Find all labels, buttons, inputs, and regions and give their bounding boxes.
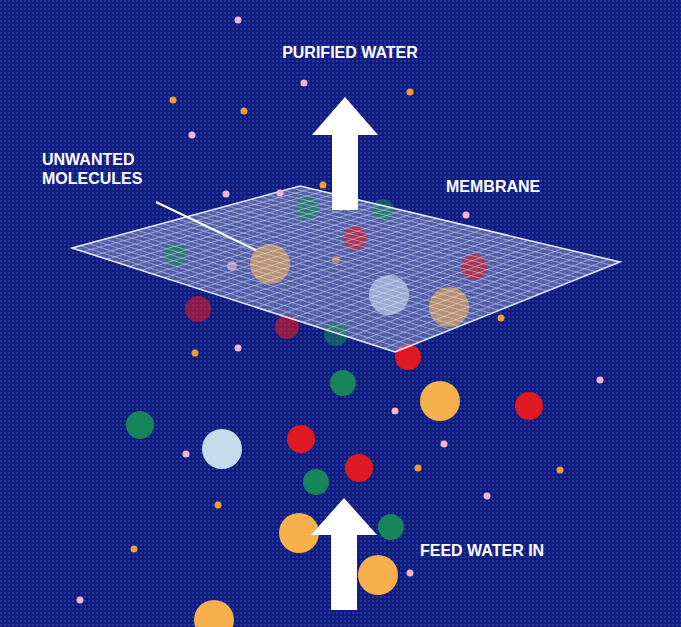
water-molecule <box>320 182 327 189</box>
grid-line <box>178 219 500 310</box>
molecule <box>126 411 154 439</box>
grid-line <box>360 254 585 341</box>
trapped-molecule <box>275 315 299 339</box>
membrane-edge <box>72 186 620 352</box>
grid-line <box>245 227 471 304</box>
grid-line <box>383 259 608 348</box>
water-molecule <box>484 493 491 500</box>
arrow-up <box>312 97 378 210</box>
label: MEMBRANE <box>446 177 586 196</box>
feed-molecules <box>126 344 543 627</box>
label: PURIFIED WATER <box>240 43 460 62</box>
molecule <box>303 469 329 495</box>
grid-line <box>257 229 483 307</box>
molecule <box>358 555 398 595</box>
water-molecule <box>301 80 308 87</box>
grid-line <box>276 193 596 272</box>
grid-line <box>227 206 548 291</box>
membrane-sheet <box>72 186 620 352</box>
grid-line <box>243 202 564 285</box>
grid-line <box>235 204 556 288</box>
water-molecule <box>215 502 222 509</box>
membrane-grid <box>80 188 612 349</box>
molecule <box>515 392 543 420</box>
label: UNWANTED MOLECULES <box>42 150 170 188</box>
molecule <box>330 370 356 396</box>
water-molecule <box>241 108 248 115</box>
water-molecule <box>597 377 604 384</box>
water-molecule <box>170 97 177 104</box>
water-molecule <box>407 89 414 96</box>
grid-line <box>372 257 597 345</box>
leader-line <box>156 202 256 250</box>
water-molecule <box>392 408 399 415</box>
water-molecule <box>131 546 138 553</box>
grid-line <box>280 235 506 315</box>
water-molecule <box>77 597 84 604</box>
molecule <box>378 514 404 540</box>
grid-line <box>251 199 572 281</box>
water-molecule <box>183 451 190 458</box>
molecule <box>194 600 234 627</box>
molecule <box>202 429 242 469</box>
grid-line <box>186 217 508 307</box>
water-molecule <box>498 315 505 322</box>
water-molecule <box>223 191 230 198</box>
water-molecule <box>463 212 470 219</box>
trapped-molecule <box>185 296 211 322</box>
water-molecule <box>441 441 448 448</box>
grid-line <box>284 190 604 268</box>
arrow-up <box>311 498 377 610</box>
grid-line <box>259 197 580 278</box>
water-molecule <box>557 467 564 474</box>
molecule <box>287 425 315 453</box>
molecule <box>345 454 373 482</box>
water-molecule <box>189 132 196 139</box>
grid-line <box>267 195 587 275</box>
grid-line <box>170 221 492 313</box>
label: FEED WATER IN <box>420 541 620 560</box>
water-molecule <box>235 17 242 24</box>
water-molecule <box>277 190 284 197</box>
water-molecule <box>235 345 242 352</box>
water-molecule <box>407 570 414 577</box>
water-molecule <box>415 465 422 472</box>
molecule <box>420 381 460 421</box>
grid-line <box>162 224 484 317</box>
water-molecule <box>192 350 199 357</box>
grid-line <box>268 232 494 311</box>
